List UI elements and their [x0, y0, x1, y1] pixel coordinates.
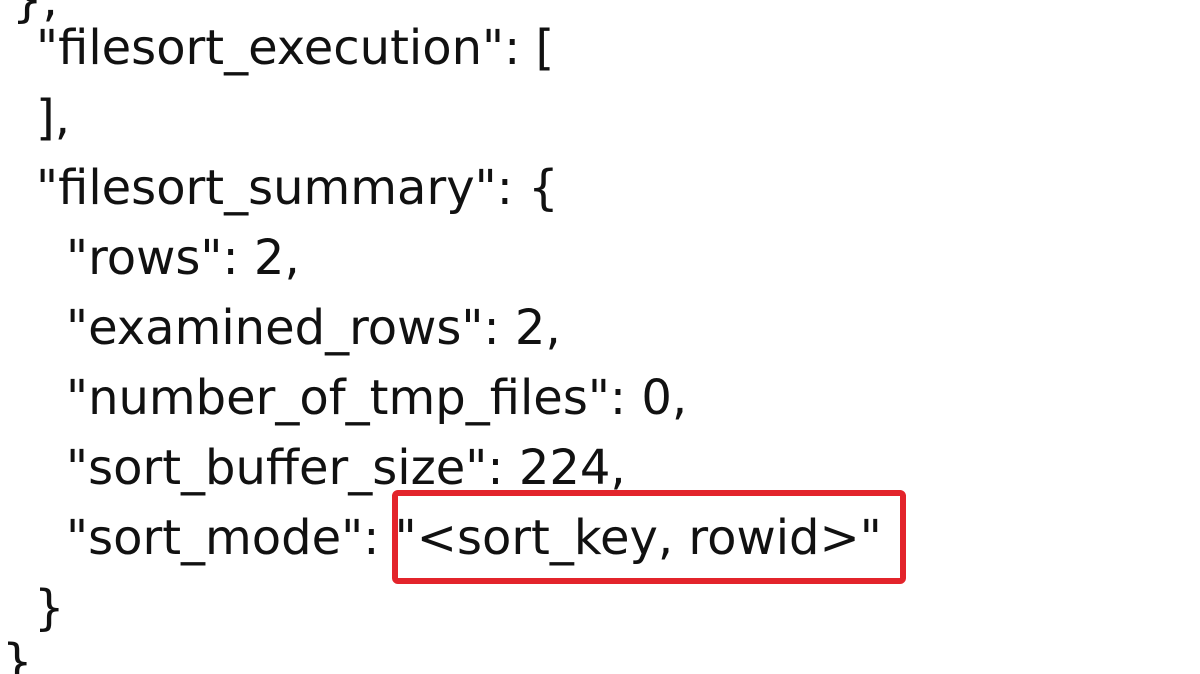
code-line-number-of-tmp-files: "number_of_tmp_files": 0,: [66, 370, 688, 426]
sort-mode-key: "sort_mode":: [66, 510, 395, 566]
sort-mode-highlight-box: [392, 490, 906, 584]
code-line-sort-mode: "sort_mode": "<sort_key, rowid>": [66, 504, 882, 572]
code-line-sort-buffer-size: "sort_buffer_size": 224,: [66, 440, 626, 496]
code-line-bottom-fragment: }: [2, 634, 33, 674]
code-line-execution-close: ],: [36, 90, 70, 146]
sort-mode-value: "<sort_key, rowid>": [394, 510, 882, 566]
code-line-top-fragment: },: [12, 0, 58, 28]
code-line-rows: "rows": 2,: [66, 230, 300, 286]
code-line-summary-close: }: [34, 580, 65, 636]
code-line-filesort-summary: "filesort_summary": {: [36, 160, 559, 216]
code-line-filesort-execution: "filesort_execution": [: [36, 20, 555, 76]
code-line-examined-rows: "examined_rows": 2,: [66, 300, 561, 356]
